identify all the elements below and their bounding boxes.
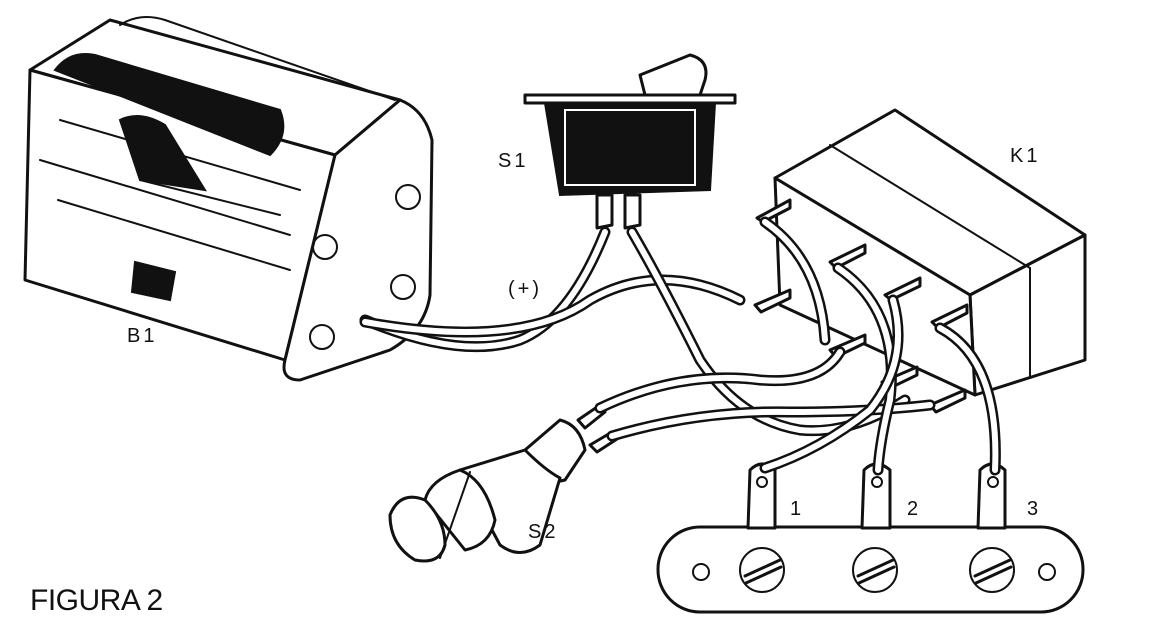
terminal-strip <box>656 462 1085 614</box>
battery-holder <box>23 15 434 382</box>
label-k1: K1 <box>1010 145 1040 167</box>
relay <box>753 108 1087 414</box>
label-polarity: (+) <box>508 278 542 300</box>
label-terminal-2: 2 <box>907 498 921 520</box>
wires <box>359 216 1001 476</box>
rocker-switch <box>523 53 737 230</box>
figure-caption: FIGURA 2 <box>30 584 163 617</box>
label-s2: S2 <box>528 521 558 543</box>
label-terminal-3: 3 <box>1027 498 1041 520</box>
label-terminal-1: 1 <box>790 498 804 520</box>
label-s1: S1 <box>498 150 528 172</box>
label-b1: B1 <box>127 325 157 347</box>
pushbutton <box>388 403 619 563</box>
